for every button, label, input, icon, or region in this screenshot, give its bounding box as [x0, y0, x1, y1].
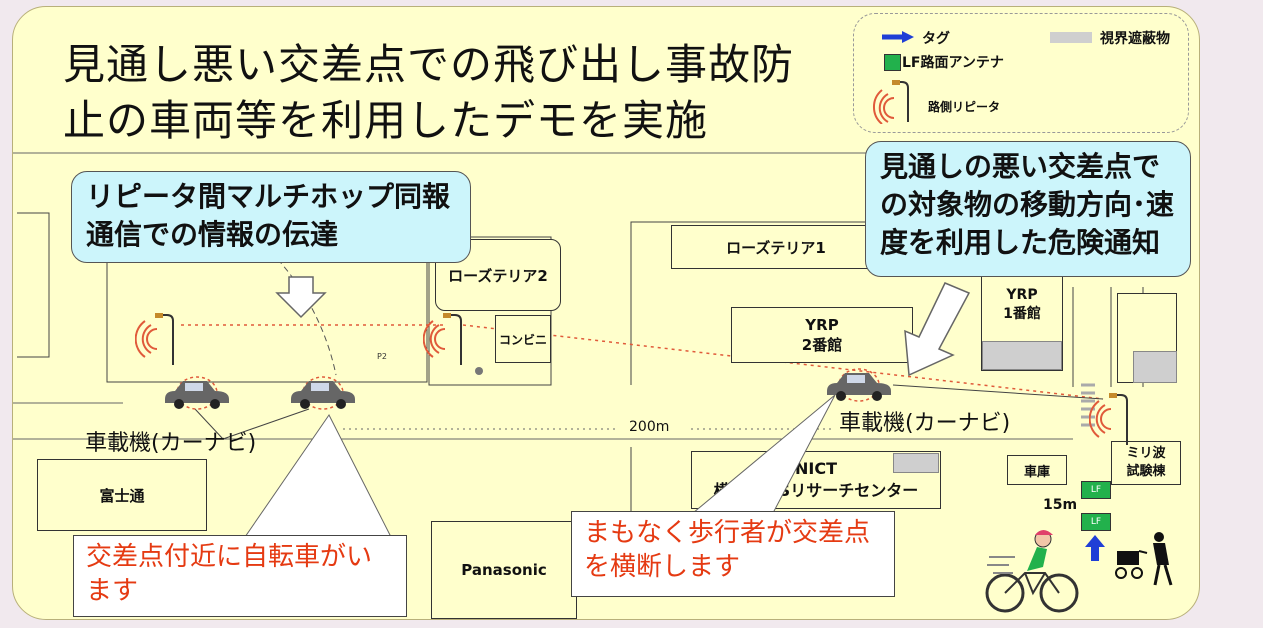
pointer-arrow-icon: [904, 282, 971, 377]
title-line-1: 見通し悪い交差点での飛び出し事故防: [63, 40, 795, 89]
obstruction-right: [1133, 351, 1177, 383]
callout-pointers: [194, 276, 971, 538]
lf-antenna-1: LF: [1081, 481, 1111, 499]
obstruction-yrp1: [982, 341, 1062, 370]
obstruction-swatch: [1050, 32, 1092, 43]
arrow-icon: [882, 31, 914, 43]
callout-multihop: リピータ間マルチホップ同報通信での情報の伝達: [71, 171, 471, 263]
legend-obstruction: 視界遮蔽物: [1100, 31, 1170, 47]
cyclist-icon: [985, 530, 1079, 613]
callout-danger-notice: 見通しの悪い交差点での対象物の移動方向･速度を利用した危険通知: [865, 141, 1191, 277]
mmwave-line1: ミリ波: [1126, 446, 1166, 461]
building-roastaria-1: ローズテリア1: [671, 225, 881, 269]
repeater-icon: [423, 313, 462, 365]
label-onboard-left: 車載機(カーナビ): [85, 431, 257, 456]
diagram-panel: P2 見通し悪い交差点での飛び出し事故防 止の車両等を利用したデモを実施 タグ …: [12, 6, 1200, 620]
parking-label: P2: [377, 352, 387, 361]
legend: タグ 視界遮蔽物 LF路面アンテナ 路側リピータ: [853, 13, 1189, 133]
building-fujitsu: 富士通: [37, 459, 207, 531]
antenna-swatch: [884, 54, 901, 71]
car-icon: [827, 368, 891, 402]
pedestrian-icon: [1115, 532, 1173, 586]
yrp1-line2: 1番館: [1003, 306, 1041, 322]
label-onboard-right: 車載機(カーナビ): [839, 411, 1011, 436]
label-distance-15: 15m: [1043, 497, 1078, 513]
yrp2-line1: YRP: [805, 316, 839, 334]
mmwave-line2: 試験棟: [1126, 464, 1166, 479]
building-mmwave: ミリ波 試験棟: [1111, 441, 1181, 485]
legend-antenna: LF路面アンテナ: [902, 55, 1004, 71]
yrp1-line1: YRP: [1006, 287, 1038, 303]
lf-antenna-2: LF: [1081, 513, 1111, 531]
repeater-icon: [872, 80, 909, 124]
page-title: 見通し悪い交差点での飛び出し事故防 止の車両等を利用したデモを実施: [63, 37, 794, 149]
building-garage: 車庫: [1007, 455, 1067, 485]
tag-arrow-icon: [1085, 535, 1105, 561]
callout-bicycle-alert: 交差点付近に自転車がいます: [73, 535, 407, 617]
legend-repeater: 路側リピータ: [928, 100, 1001, 114]
title-line-2: 止の車両等を利用したデモを実施: [63, 96, 709, 145]
building-panasonic: Panasonic: [431, 521, 577, 619]
legend-tag: タグ: [922, 31, 950, 47]
obstruction-nict: [893, 453, 939, 473]
callout-pedestrian-alert: まもなく歩行者が交差点を横断します: [571, 511, 895, 597]
repeater-icon: [1089, 393, 1128, 445]
yrp2-line2: 2番館: [801, 336, 843, 354]
nict-line1: NICT: [795, 459, 837, 478]
building-conbini: コンビニ: [495, 315, 551, 363]
label-distance-200: 200m: [625, 419, 674, 435]
car-icon: [291, 376, 355, 410]
car-icon: [165, 376, 229, 410]
down-arrow-icon: [275, 276, 327, 319]
repeater-icon: [135, 313, 174, 365]
